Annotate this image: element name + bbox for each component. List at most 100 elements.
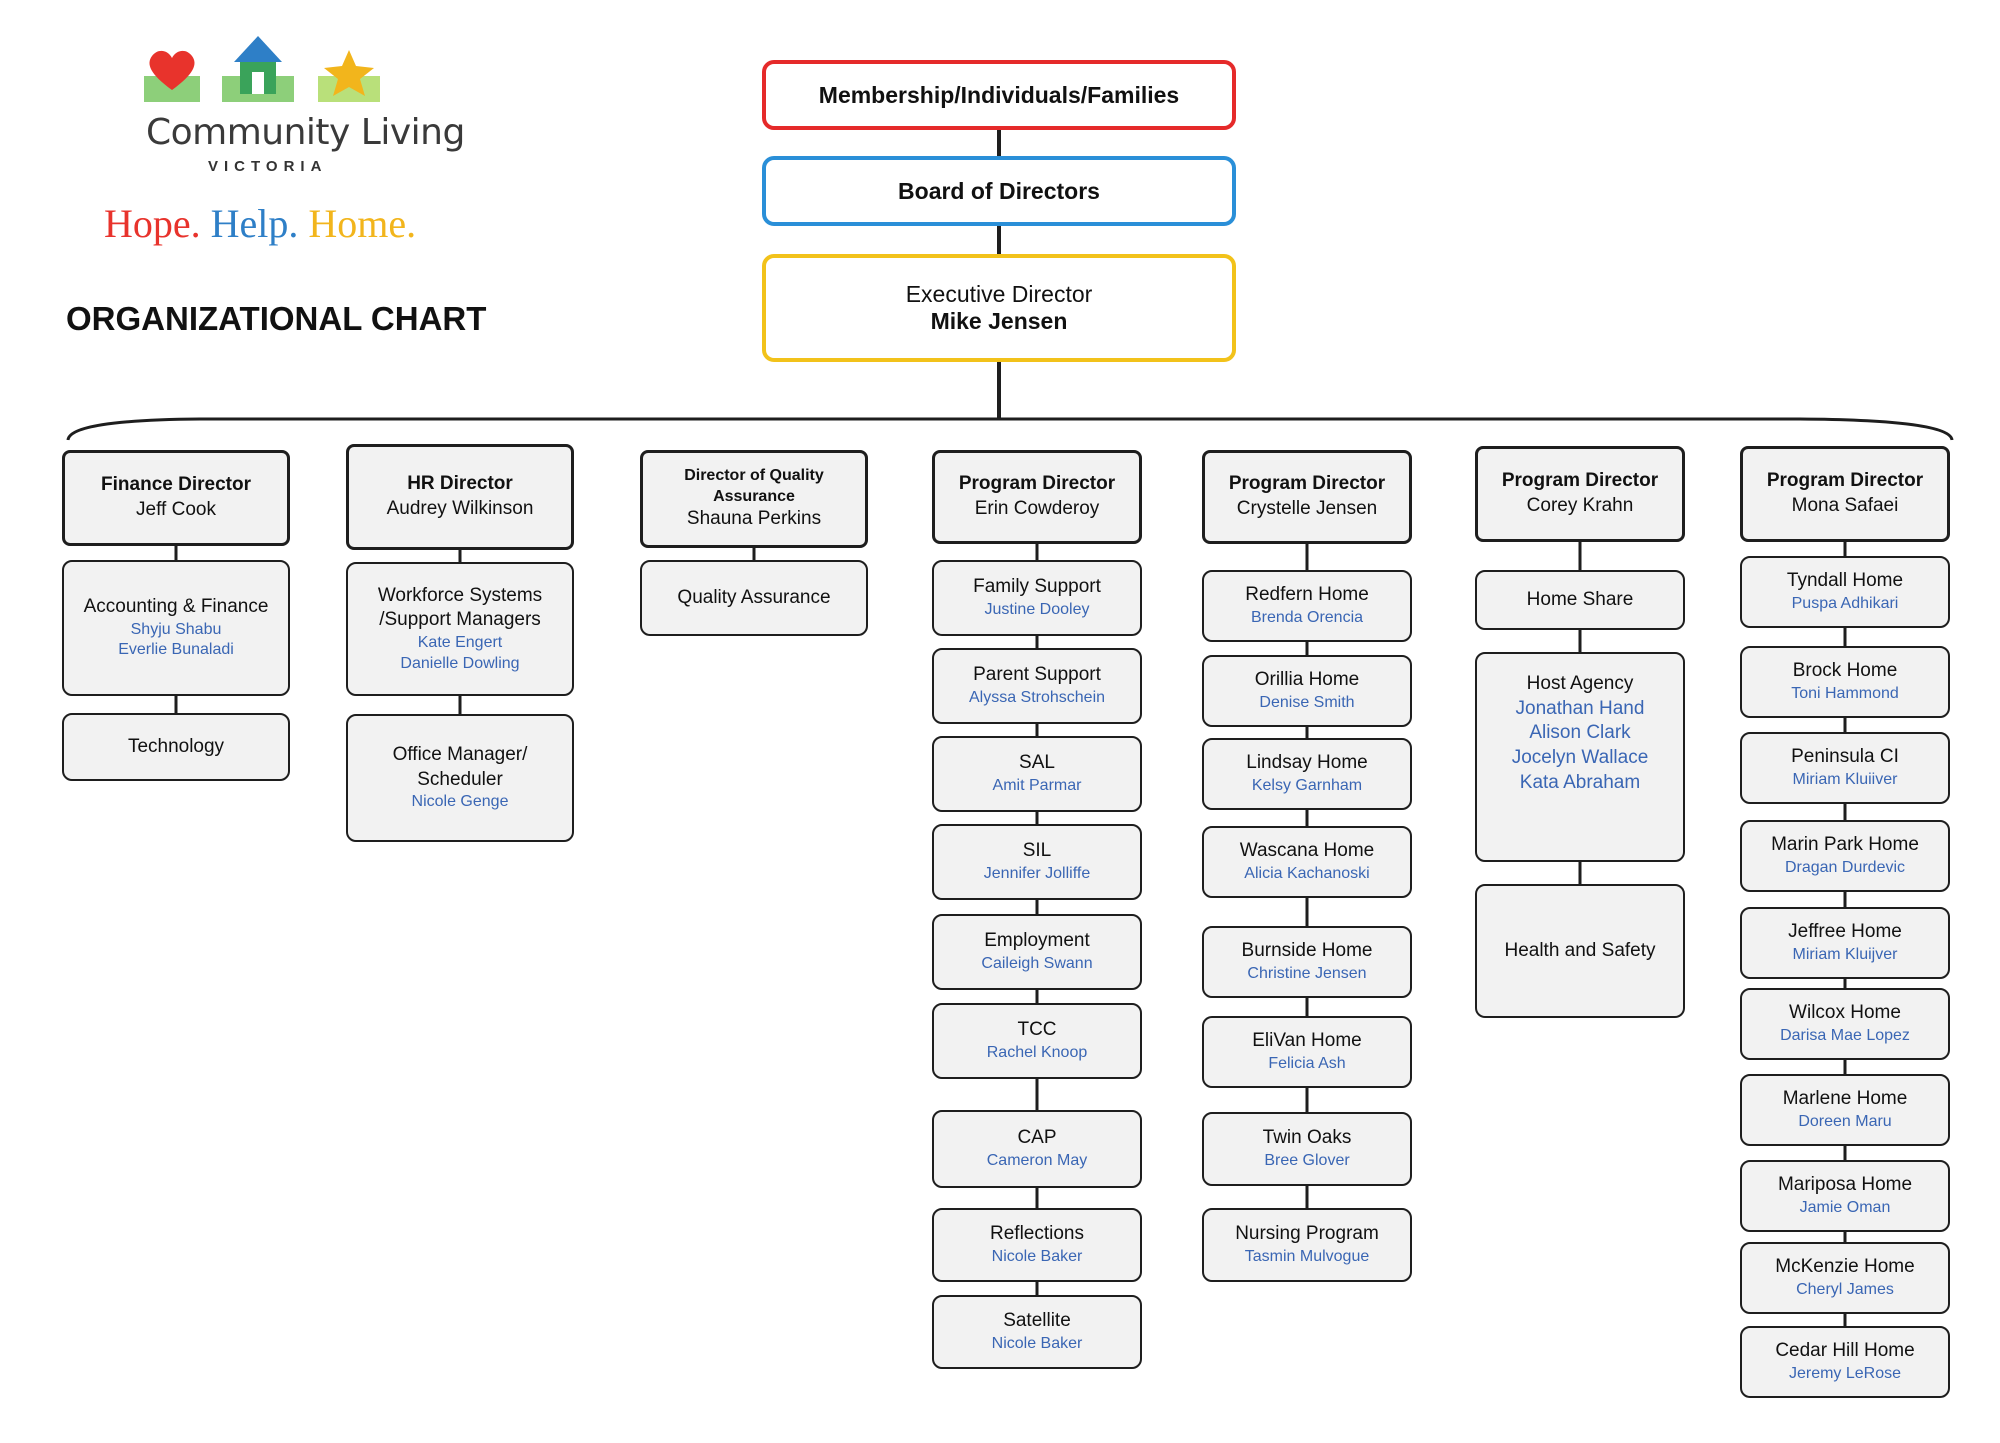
unit-label: Accounting & Finance: [83, 595, 269, 617]
unit-label: TCC: [1017, 1019, 1057, 1041]
unit-label: EliVan Home: [1252, 1030, 1362, 1052]
director-name: Audrey Wilkinson: [386, 498, 534, 519]
unit-label: Redfern Home: [1245, 584, 1369, 606]
unit-label: Family Support: [973, 576, 1101, 598]
unit-person: Rachel Knoop: [986, 1043, 1088, 1061]
director-title: Program Director: [1766, 470, 1924, 492]
logo-name: Community Living: [146, 112, 465, 153]
director-name: Shauna Perkins: [686, 508, 822, 530]
tagline-home: Home.: [308, 201, 417, 246]
star-icon: [318, 50, 380, 102]
unit-person: Felicia Ash: [1268, 1054, 1346, 1072]
house-icon: [222, 36, 294, 102]
unit-box-home-share: Home Share: [1475, 570, 1685, 630]
unit-label: SIL: [1022, 840, 1052, 862]
unit-label: Burnside Home: [1241, 940, 1373, 962]
unit-person: Cameron May: [986, 1151, 1088, 1169]
unit-label: Orillia Home: [1254, 669, 1360, 691]
unit-label: Host Agency: [1526, 673, 1634, 694]
unit-label: Mariposa Home: [1777, 1174, 1913, 1196]
unit-box-technology: Technology: [62, 713, 290, 781]
unit-person: Miriam Kluijver: [1792, 945, 1898, 963]
unit-person: Alicia Kachanoski: [1244, 864, 1370, 882]
board-box: Board of Directors: [762, 156, 1236, 226]
director-title: Program Director: [958, 473, 1116, 495]
unit-person: Shyju Shabu: [130, 620, 222, 638]
unit-person: Puspa Adhikari: [1791, 594, 1899, 612]
unit-person: Cheryl James: [1796, 1280, 1894, 1298]
unit-person: Justine Dooley: [984, 600, 1090, 618]
unit-label: Workforce Systems /Support Managers: [377, 584, 543, 631]
unit-person: Miriam Kluiiver: [1792, 770, 1898, 788]
unit-label: Reflections: [990, 1223, 1084, 1245]
director-title: Program Director: [1501, 470, 1659, 492]
unit-person: Jocelyn Wallace: [1511, 747, 1649, 769]
unit-label: Tyndall Home: [1786, 570, 1904, 592]
director-title: Finance Director: [101, 474, 251, 496]
unit-box-tcc: TCC Rachel Knoop: [932, 1003, 1142, 1079]
unit-person: Denise Smith: [1259, 693, 1355, 711]
unit-person: Kelsy Garnham: [1251, 776, 1363, 794]
unit-person: Brenda Orencia: [1250, 608, 1364, 626]
unit-label: Parent Support: [973, 664, 1101, 686]
director-name: Jeff Cook: [136, 499, 216, 520]
unit-label: Lindsay Home: [1246, 752, 1368, 774]
unit-label: Wascana Home: [1239, 840, 1375, 862]
chart-title: ORGANIZATIONAL CHART: [66, 300, 487, 337]
unit-person: Tasmin Mulvogue: [1244, 1247, 1370, 1265]
unit-person: Jeremy LeRose: [1788, 1364, 1902, 1382]
unit-person: Kate Engert: [417, 633, 503, 651]
membership-label: Membership/Individuals/Families: [818, 81, 1180, 108]
board-label: Board of Directors: [898, 177, 1100, 204]
unit-label: Health and Safety: [1504, 939, 1656, 961]
heart-icon: [144, 50, 200, 102]
executive-title: Executive Director: [905, 281, 1093, 307]
unit-person: Everlie Bunaladi: [118, 641, 234, 659]
unit-label: SAL: [1019, 752, 1055, 774]
tagline-hope: Hope.: [104, 201, 201, 246]
director-title: Program Director: [1228, 473, 1386, 495]
department-bracket: [66, 417, 1954, 441]
unit-person: Toni Hammond: [1791, 684, 1899, 702]
unit-label: Quality Assurance: [677, 586, 831, 608]
unit-person: Nicole Baker: [991, 1247, 1083, 1265]
executive-box: Executive Director Mike Jensen: [762, 254, 1236, 362]
tagline-help: Help.: [210, 201, 299, 246]
unit-label: Satellite: [1003, 1310, 1071, 1332]
unit-person: Dragan Durdevic: [1784, 858, 1906, 876]
unit-label: Employment: [984, 930, 1090, 952]
unit-person: Nicole Genge: [411, 793, 509, 811]
unit-person: Nicole Baker: [991, 1334, 1083, 1352]
unit-label: Cedar Hill Home: [1775, 1340, 1915, 1362]
unit-label: Office Manager/ Scheduler: [392, 743, 528, 790]
